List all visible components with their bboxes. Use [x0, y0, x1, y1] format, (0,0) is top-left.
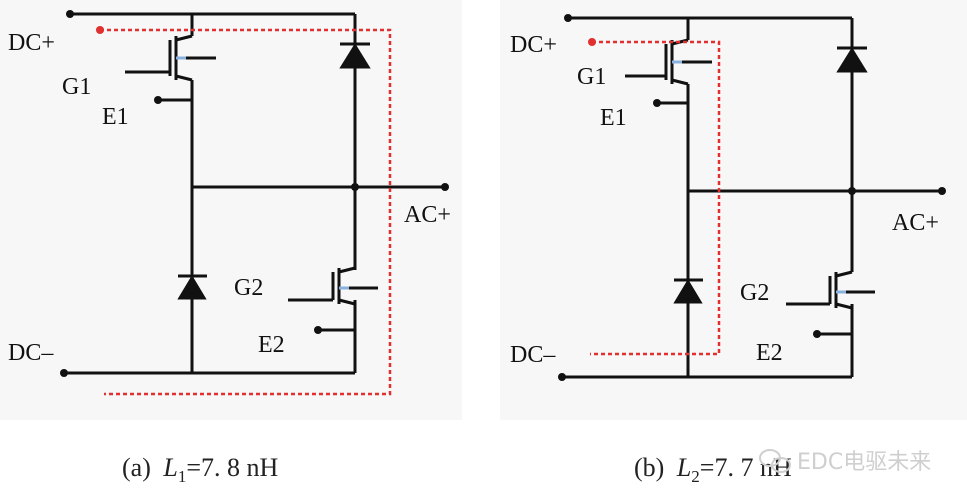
caption-a-subscript: 1 [178, 467, 187, 486]
igbt-g2 [786, 270, 875, 338]
igbt-g1 [625, 38, 712, 107]
caption-a-symbol: L [162, 453, 177, 482]
label-e1-a: E1 [102, 104, 129, 130]
caption-b-subscript: 2 [691, 467, 700, 486]
diode-top [836, 46, 868, 73]
label-g2-b: G2 [740, 280, 769, 306]
ac-plus-terminal [938, 187, 946, 195]
label-e1-b: E1 [600, 105, 627, 131]
caption-a: (a) L1=7. 8 nH [122, 453, 278, 486]
circuit-panel-b [558, 14, 946, 381]
caption-a-value: =7. 8 nH [186, 453, 278, 482]
label-dc-minus-a: DC– [8, 340, 54, 366]
label-g2-a: G2 [234, 275, 263, 301]
label-dc-minus-b: DC– [510, 342, 556, 368]
dc-plus-terminal [564, 14, 572, 22]
dc-minus-terminal [558, 373, 566, 381]
caption-b-prefix: (b) [634, 453, 664, 482]
watermark: EDC电驱未来 [759, 449, 931, 475]
wechat-icon [759, 449, 791, 473]
label-e2-b: E2 [756, 340, 783, 366]
current-path-b [588, 38, 721, 356]
igbt-g2 [288, 266, 378, 334]
label-g1-b: G1 [577, 64, 606, 90]
caption-b: (b) L2=7. 7 nH [634, 453, 792, 486]
panel-a-background [0, 0, 462, 420]
label-ac-plus-a: AC+ [404, 202, 451, 228]
caption-b-symbol: L [676, 453, 691, 482]
current-path-b-loop [590, 40, 721, 356]
current-path-a [96, 26, 392, 396]
ac-node [351, 183, 359, 191]
current-path-a-loop [100, 28, 392, 396]
watermark-text: EDC电驱未来 [797, 450, 931, 475]
label-ac-plus-b: AC+ [892, 210, 939, 236]
label-dc-plus-a: DC+ [8, 30, 55, 56]
panel-b-background [500, 0, 967, 420]
diode-bottom [177, 274, 207, 300]
label-dc-plus-b: DC+ [510, 32, 557, 58]
dc-minus-terminal [60, 369, 68, 377]
diode-bottom [673, 278, 703, 304]
caption-a-prefix: (a) [122, 453, 151, 482]
igbt-g1 [125, 34, 216, 104]
diode-top [339, 42, 371, 69]
ac-node [848, 187, 856, 195]
label-e2-a: E2 [258, 332, 285, 358]
circuit-panel-a [60, 10, 449, 377]
label-g1-a: G1 [62, 74, 91, 100]
ac-plus-terminal [441, 183, 449, 191]
dc-plus-terminal [66, 10, 74, 18]
